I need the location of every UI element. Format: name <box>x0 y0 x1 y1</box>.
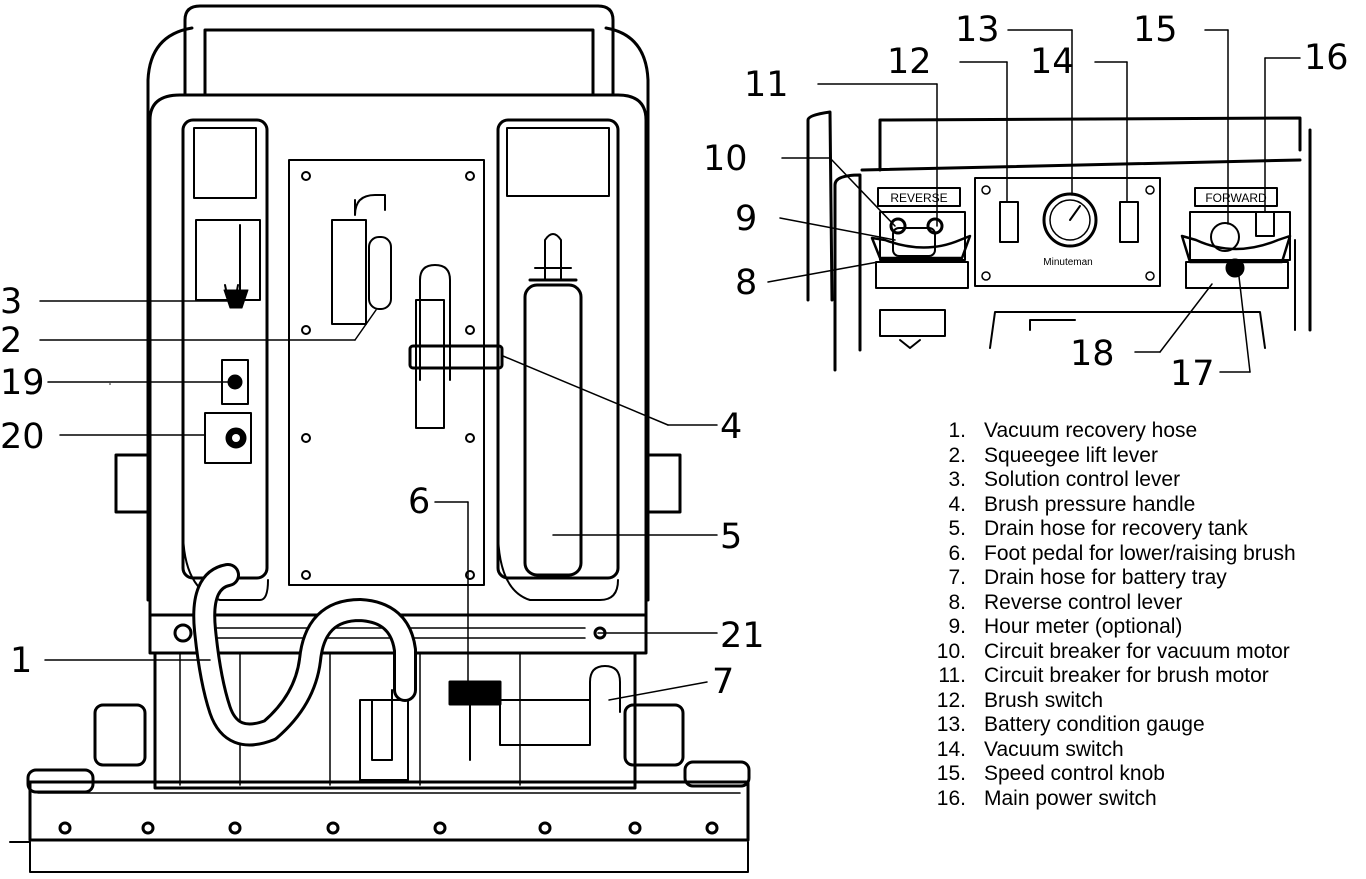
legend-number: 6. <box>948 541 966 565</box>
legend-text: Reverse control lever <box>984 590 1183 614</box>
control-panel-view <box>806 110 1312 372</box>
callout-14: 14 <box>1030 42 1075 82</box>
callout-10: 10 <box>703 139 748 179</box>
legend-text: Vacuum recovery hose <box>984 419 1198 442</box>
callout-16: 16 <box>1304 38 1349 78</box>
legend-item: 5. Drain hose for recovery tank <box>918 517 1358 542</box>
callout-21: 21 <box>720 616 765 656</box>
legend-item: 11. Circuit breaker for brush motor <box>918 664 1358 689</box>
legend-text: Foot pedal for lower/raising brush <box>984 541 1296 565</box>
callout-11: 11 <box>744 65 789 105</box>
legend-text: Solution control lever <box>984 468 1181 491</box>
legend-number: 14. <box>936 737 966 761</box>
callout-12: 12 <box>887 42 932 82</box>
legend-text: Brush switch <box>984 688 1104 712</box>
reverse-label: REVERSE <box>890 191 947 205</box>
legend-number: 16. <box>936 786 966 810</box>
callout-17: 17 <box>1170 354 1215 394</box>
gauge-brand-label: Minuteman <box>1043 257 1092 268</box>
legend: 1. Vacuum recovery hose 2. Squeegee lift l… <box>918 419 1358 811</box>
callout-4: 4 <box>720 407 742 447</box>
legend-number: 13. <box>936 713 966 736</box>
legend-item: 16. Main power switch <box>918 787 1358 812</box>
legend-number: 8. <box>948 590 966 614</box>
legend-number: 12. <box>936 688 966 712</box>
legend-text: Vacuum switch <box>984 737 1124 761</box>
legend-item: 4. Brush pressure handle <box>918 493 1358 518</box>
legend-number: 4. <box>948 492 966 516</box>
legend-text: Brush pressure handle <box>984 492 1196 516</box>
callout-8: 8 <box>735 263 757 303</box>
legend-text: Hour meter (optional) <box>984 615 1183 638</box>
callout-13: 13 <box>955 10 1000 50</box>
legend-number: 9. <box>948 615 966 638</box>
callout-9: 9 <box>735 199 757 239</box>
callout-6: 6 <box>408 482 430 522</box>
legend-item: 8. Reverse control lever <box>918 591 1358 616</box>
legend-text: Battery condition gauge <box>984 713 1205 736</box>
legend-number: 3. <box>948 468 966 491</box>
legend-item: 3. Solution control lever <box>918 468 1358 493</box>
legend-number: 7. <box>948 566 966 589</box>
callout-2: 2 <box>0 321 22 361</box>
panel-labels: REVERSE FORWARD Minuteman <box>890 191 1267 268</box>
legend-item: 10. Circuit breaker for vacuum motor <box>918 640 1358 665</box>
legend-number: 1. <box>948 419 966 442</box>
legend-item: 14. Vacuum switch <box>918 738 1358 763</box>
callout-3: 3 <box>0 282 22 322</box>
callout-numbers: 3 2 19 20 4 5 6 21 1 7 8 9 10 11 12 13 1… <box>0 10 1349 702</box>
legend-number: 10. <box>936 639 966 663</box>
forward-label: FORWARD <box>1205 191 1267 205</box>
leader-lines <box>39 29 1301 701</box>
legend-text: Main power switch <box>984 786 1157 810</box>
legend-item: 9. Hour meter (optional) <box>918 615 1358 640</box>
legend-item: 12. Brush switch <box>918 689 1358 714</box>
legend-item: 2. Squeegee lift lever <box>918 444 1358 469</box>
legend-item: 13. Battery condition gauge <box>918 713 1358 738</box>
legend-text: Circuit breaker for brush motor <box>984 664 1269 687</box>
callout-18: 18 <box>1070 334 1115 374</box>
callout-1: 1 <box>10 641 32 681</box>
legend-item: 7. Drain hose for battery tray <box>918 566 1358 591</box>
legend-number: 11. <box>938 664 966 687</box>
callout-5: 5 <box>720 517 742 557</box>
legend-text: Drain hose for recovery tank <box>984 517 1248 540</box>
machine-front-view <box>9 4 751 873</box>
callout-7: 7 <box>712 662 734 702</box>
callout-19: 19 <box>0 363 45 403</box>
legend-text: Drain hose for battery tray <box>984 566 1227 589</box>
legend-text: Circuit breaker for vacuum motor <box>984 639 1290 663</box>
legend-number: 15. <box>936 762 966 785</box>
callout-15: 15 <box>1133 10 1178 50</box>
legend-text: Speed control knob <box>984 762 1165 785</box>
legend-item: 15. Speed control knob <box>918 762 1358 787</box>
legend-number: 2. <box>948 443 966 467</box>
legend-text: Squeegee lift lever <box>984 443 1158 467</box>
legend-number: 5. <box>948 517 966 540</box>
legend-item: 1. Vacuum recovery hose <box>918 419 1358 444</box>
callout-20: 20 <box>0 417 45 457</box>
legend-item: 6. Foot pedal for lower/raising brush <box>918 542 1358 567</box>
